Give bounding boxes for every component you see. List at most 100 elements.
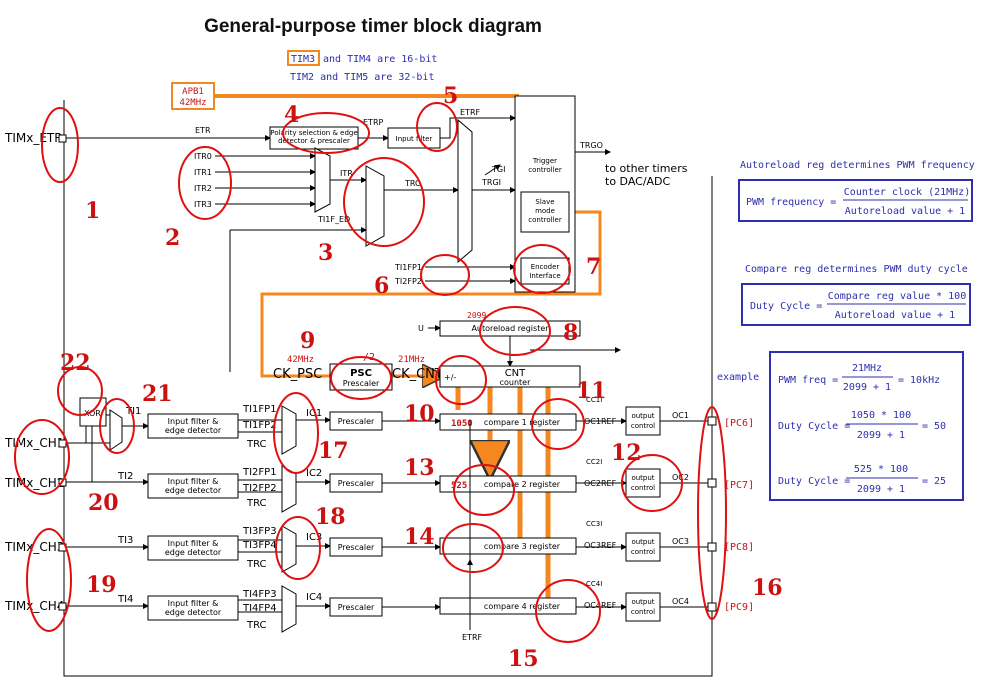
pin-pc8: [PC8] (724, 542, 754, 553)
sig-itr: ITR (340, 169, 353, 178)
psc-block (329, 363, 393, 391)
slave-mode-controller (520, 191, 570, 233)
tim3-note: and TIM4 are 16-bit (323, 54, 437, 65)
sig-etrf: ETRF (460, 108, 481, 117)
other-timers-2: to DAC/ADC (605, 175, 671, 188)
sig-oc1: OC1 (672, 411, 689, 420)
duty-title: Compare reg determines PWM duty cycle (745, 264, 968, 275)
ex-duty2-res: = 25 (922, 476, 946, 487)
if3-l1: Input filter & (168, 539, 219, 548)
sig-itr0: ITR0 (194, 152, 212, 161)
sig-cc4i: CC4I (586, 580, 602, 588)
polarity-label: Polarity selection & edge detector & pre… (270, 129, 358, 145)
out1-l2: control (631, 422, 655, 430)
output-controls: output control output control output con… (625, 406, 717, 622)
num-19: 19 (86, 572, 117, 598)
input-ch4: TIMx_CH4 (4, 599, 64, 613)
itr-inputs: ITR0 ITR1 ITR2 ITR3 (194, 152, 316, 209)
ch-ti2fp1: TI2FP1 (242, 467, 277, 478)
num-3: 3 (318, 240, 333, 266)
xor-label: XOR (84, 409, 101, 418)
apb1-box (171, 82, 215, 110)
duty-den: Autoreload value + 1 (835, 310, 955, 321)
num-8: 8 (563, 320, 578, 346)
input-filters: Input filter & edge detector Input filte… (147, 413, 239, 621)
ex-duty1-num: 1050 * 100 (851, 410, 911, 421)
out3-l1: output (631, 538, 654, 546)
annotation-numbers: 1 2 3 4 5 6 7 8 9 10 11 12 13 14 15 16 1… (60, 83, 783, 672)
sig-trgi: TRGI (481, 178, 501, 187)
ti1-mux (109, 409, 123, 451)
input-etr: TIMx_ETR (4, 131, 63, 145)
cmp2-value: 525 (451, 481, 467, 491)
ck-cnt-freq: 21MHz (398, 355, 425, 365)
out3-l2: control (631, 548, 655, 556)
cmp1-label: compare 1 register (484, 418, 561, 427)
if3-l2: edge detector (165, 548, 222, 557)
cnt-label: CNT (505, 368, 526, 379)
compare-registers: compare 1 register 1050 compare 2 regist… (439, 413, 577, 615)
num-9: 9 (300, 328, 315, 354)
num-4: 4 (284, 102, 299, 128)
sig-u: U (418, 324, 424, 333)
ex-freq-lhs: PWM freq = (778, 375, 838, 386)
tim25-note: TIM2 and TIM5 are 32-bit (290, 72, 435, 83)
autoreload-label: Autoreload register (471, 324, 549, 333)
if2-l1: Input filter & (168, 477, 219, 486)
ch2-trc: TRC (246, 498, 267, 509)
num-7: 7 (586, 254, 601, 280)
num-15: 15 (508, 646, 539, 672)
slave-mux (457, 118, 473, 264)
prescaler-2: Prescaler (338, 479, 375, 488)
out1-l1: output (631, 412, 654, 420)
if1-l1: Input filter & (168, 417, 219, 426)
slave-label-3: controller (528, 216, 562, 224)
sig-etrf-bottom: ETRF (462, 633, 483, 642)
if4-l2: edge detector (165, 608, 222, 617)
ch1-trc: TRC (246, 439, 267, 450)
sig-oc4: OC4 (672, 597, 689, 606)
cmp3-label: compare 3 register (484, 542, 561, 551)
cmp1-value: 1050 (451, 419, 473, 429)
annotation-circles (14, 102, 727, 643)
sig-ti3: TI3 (117, 535, 133, 546)
example-label: example (717, 372, 759, 383)
ch3-trc: TRC (246, 559, 267, 570)
ch-ti3fp4: TI3FP4 (242, 540, 277, 551)
sig-oc3ref: OC3REF (584, 541, 617, 550)
ch-ti3fp3: TI3FP3 (242, 526, 277, 537)
channel-inputs: TIMx_CH1 TIMx_CH2 TIMx_CH3 TIMx_CH4 (4, 436, 67, 613)
ck-psc-freq: 42MHz (287, 355, 314, 365)
sig-trc: TRC (404, 179, 421, 188)
sig-ti2: TI2 (117, 471, 133, 482)
sig-ti1fp1: TI1FP1 (394, 263, 422, 272)
sig-ti2fp2: TI2FP2 (394, 277, 422, 286)
input-ch2: TIMx_CH2 (4, 476, 64, 490)
diagram-title: General-purpose timer block diagram (204, 16, 542, 37)
if4-l1: Input filter & (168, 599, 219, 608)
ex-freq-res: = 10kHz (898, 375, 940, 386)
ex-duty1-res: = 50 (922, 421, 946, 432)
sig-itr2: ITR2 (194, 184, 212, 193)
ex-freq-den: 2099 + 1 (843, 382, 891, 393)
ex-duty2-num: 525 * 100 (854, 464, 908, 475)
sig-ic2: IC2 (306, 468, 322, 479)
tim3-highlight-box (287, 50, 320, 66)
cnt-counter (439, 365, 581, 388)
ch-ti4fp4: TI4FP4 (242, 603, 277, 614)
sig-ck-cnt: CK_CNT (392, 367, 443, 382)
input-filter-label: Input filter (396, 135, 433, 143)
sig-ti1f-ed: TI1F_ED (317, 215, 350, 224)
trgi-mux (365, 165, 385, 247)
cnt-pm: +/- (444, 373, 456, 382)
cmp2-label: compare 2 register (484, 480, 561, 489)
sig-ic4: IC4 (306, 592, 322, 603)
num-21: 21 (142, 381, 173, 407)
prescaler-4: Prescaler (338, 603, 375, 612)
pin-pc6: [PC6] (724, 418, 754, 429)
ch-ti4fp3: TI4FP3 (242, 589, 277, 600)
ch-ti1fp1: TI1FP1 (242, 404, 277, 415)
num-14: 14 (404, 524, 435, 550)
sig-trgo: TRGO (579, 141, 603, 150)
